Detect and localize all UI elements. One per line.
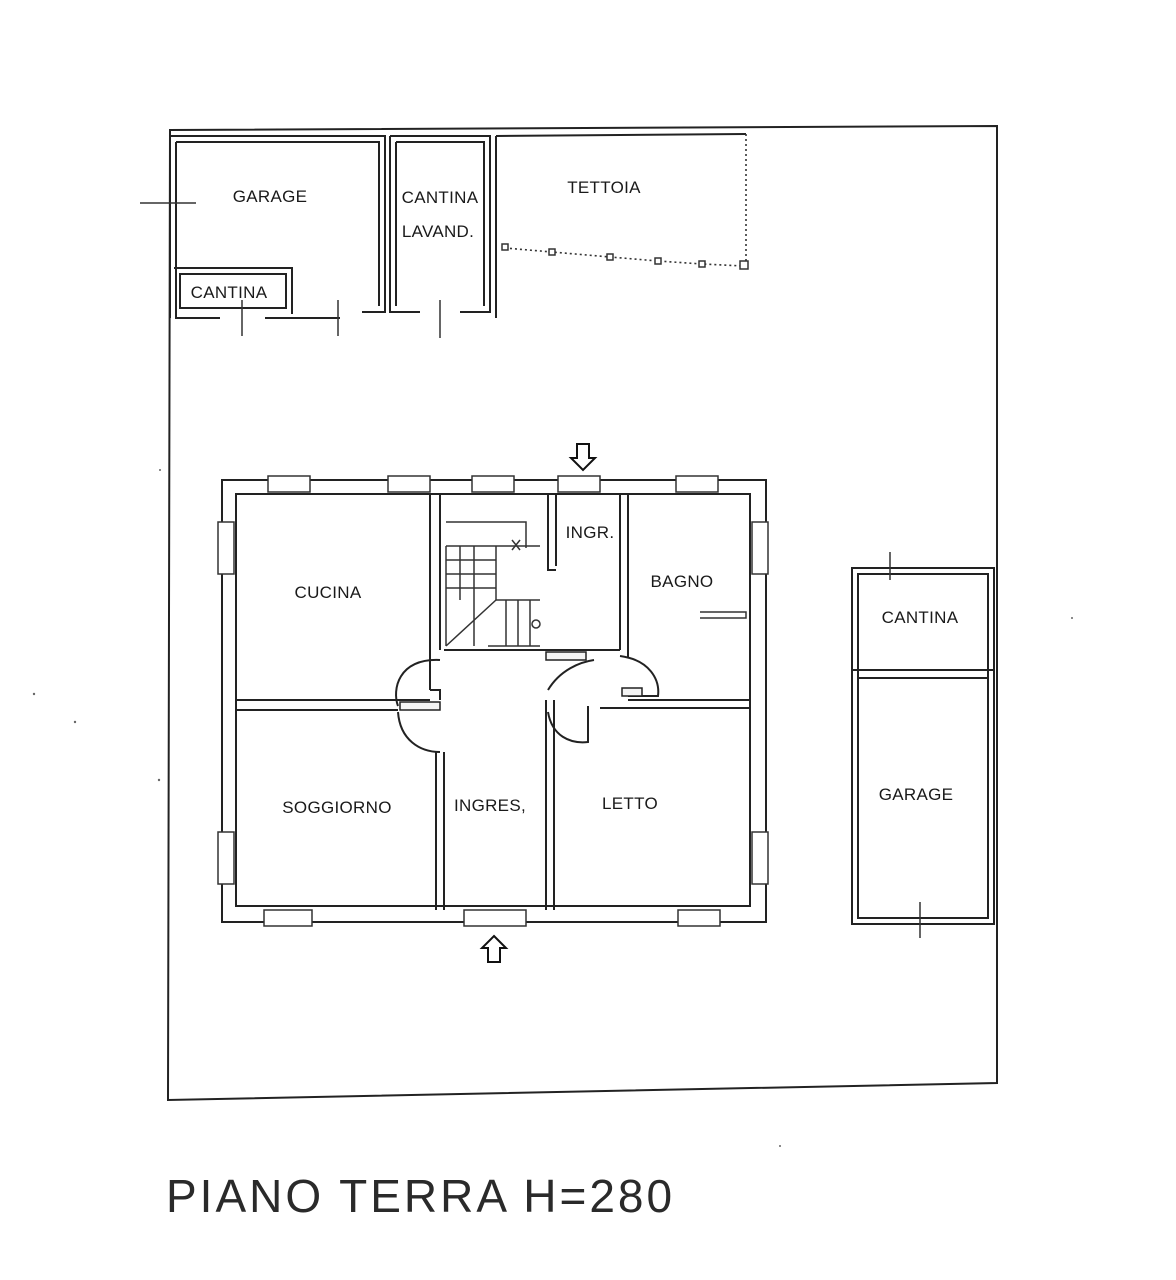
scan-specks [32,469,1073,1147]
main-house [217,475,769,927]
room-label-tettoia: TETTOIA [567,178,641,197]
room-label-cucina: CUCINA [295,583,362,602]
plan-title: PIANO TERRA H=280 [166,1170,675,1222]
property-boundary [166,124,998,1102]
top-outbuildings [140,133,749,338]
room-label-cantina-top-left: CANTINA [191,283,268,302]
room-label-cantina-lavand-line1: CANTINA [402,188,479,207]
room-label-bagno: BAGNO [651,572,714,591]
right-outbuilding [851,552,995,938]
room-label-garage-right: GARAGE [879,785,954,804]
room-label-garage-top: GARAGE [233,187,308,206]
room-label-ingres: INGRES, [454,796,526,815]
room-label-cantina-lavand-line2: LAVAND. [402,222,474,241]
room-label-soggiorno: SOGGIORNO [282,798,391,817]
down-arrow-icon [568,443,598,472]
room-label-letto: LETTO [602,794,658,813]
room-label-ingr: INGR. [566,523,615,542]
room-label-cantina-right: CANTINA [882,608,959,627]
up-arrow-icon [479,934,509,963]
